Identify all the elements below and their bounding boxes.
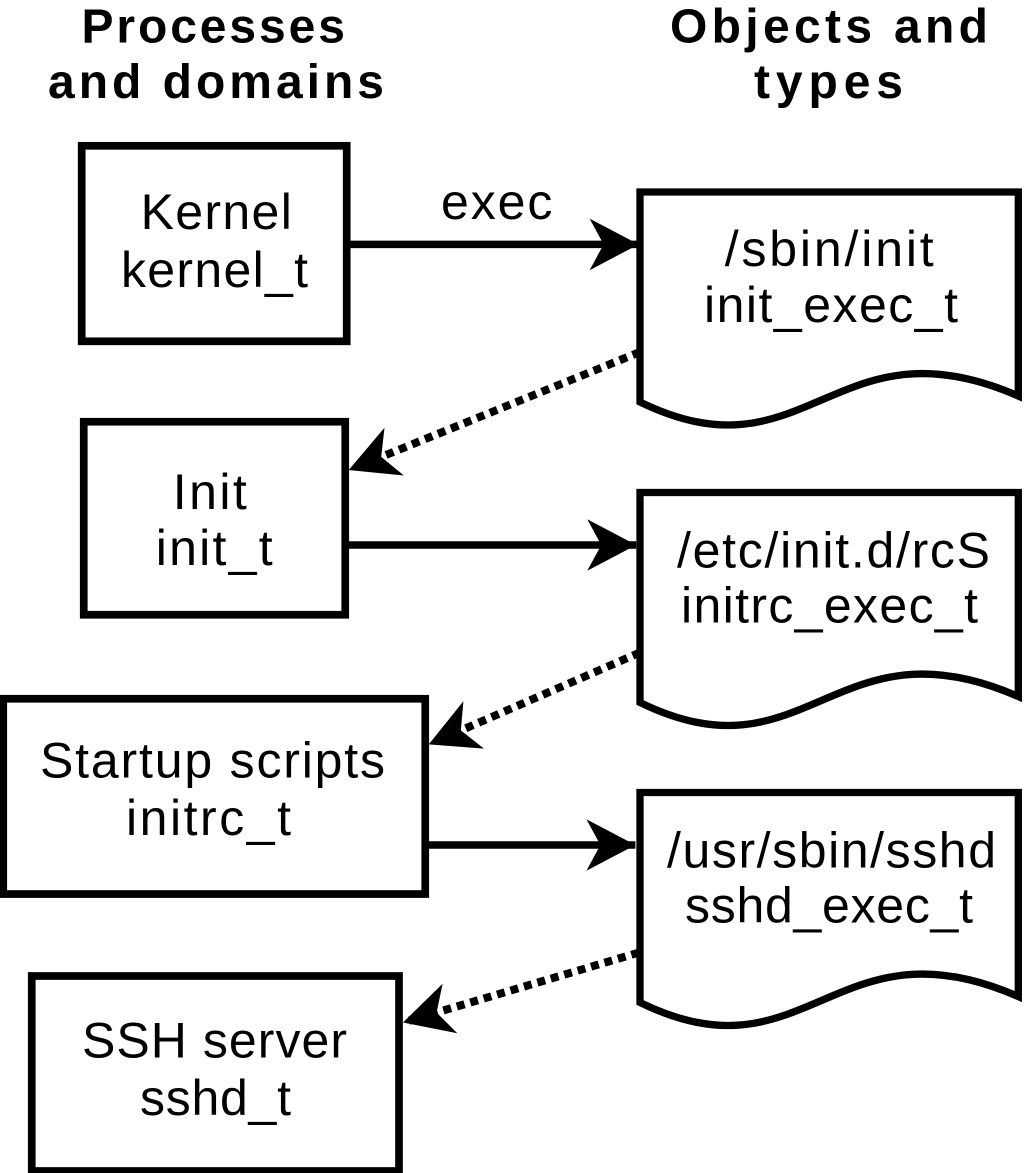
svg-text:sshd_t: sshd_t bbox=[140, 1070, 291, 1126]
svg-text:/sbin/init: /sbin/init bbox=[725, 221, 934, 277]
svg-text:initrc_exec_t: initrc_exec_t bbox=[681, 578, 978, 634]
svg-text:types: types bbox=[754, 56, 903, 109]
svg-text:and domains: and domains bbox=[48, 56, 384, 109]
svg-text:/etc/init.d/rcS: /etc/init.d/rcS bbox=[677, 523, 990, 579]
svg-text:exec: exec bbox=[441, 174, 552, 230]
svg-text:Kernel: Kernel bbox=[141, 184, 292, 240]
svg-text:kernel_t: kernel_t bbox=[121, 242, 308, 298]
svg-text:SSH server: SSH server bbox=[82, 1013, 347, 1069]
svg-text:sshd_exec_t: sshd_exec_t bbox=[685, 878, 973, 934]
svg-text:/usr/sbin/sshd: /usr/sbin/sshd bbox=[667, 823, 996, 879]
svg-text:initrc_t: initrc_t bbox=[126, 790, 291, 846]
svg-text:Objects and: Objects and bbox=[670, 1, 988, 54]
svg-text:Init: Init bbox=[173, 464, 247, 520]
svg-text:Processes: Processes bbox=[81, 1, 345, 54]
svg-text:init_t: init_t bbox=[156, 520, 273, 576]
